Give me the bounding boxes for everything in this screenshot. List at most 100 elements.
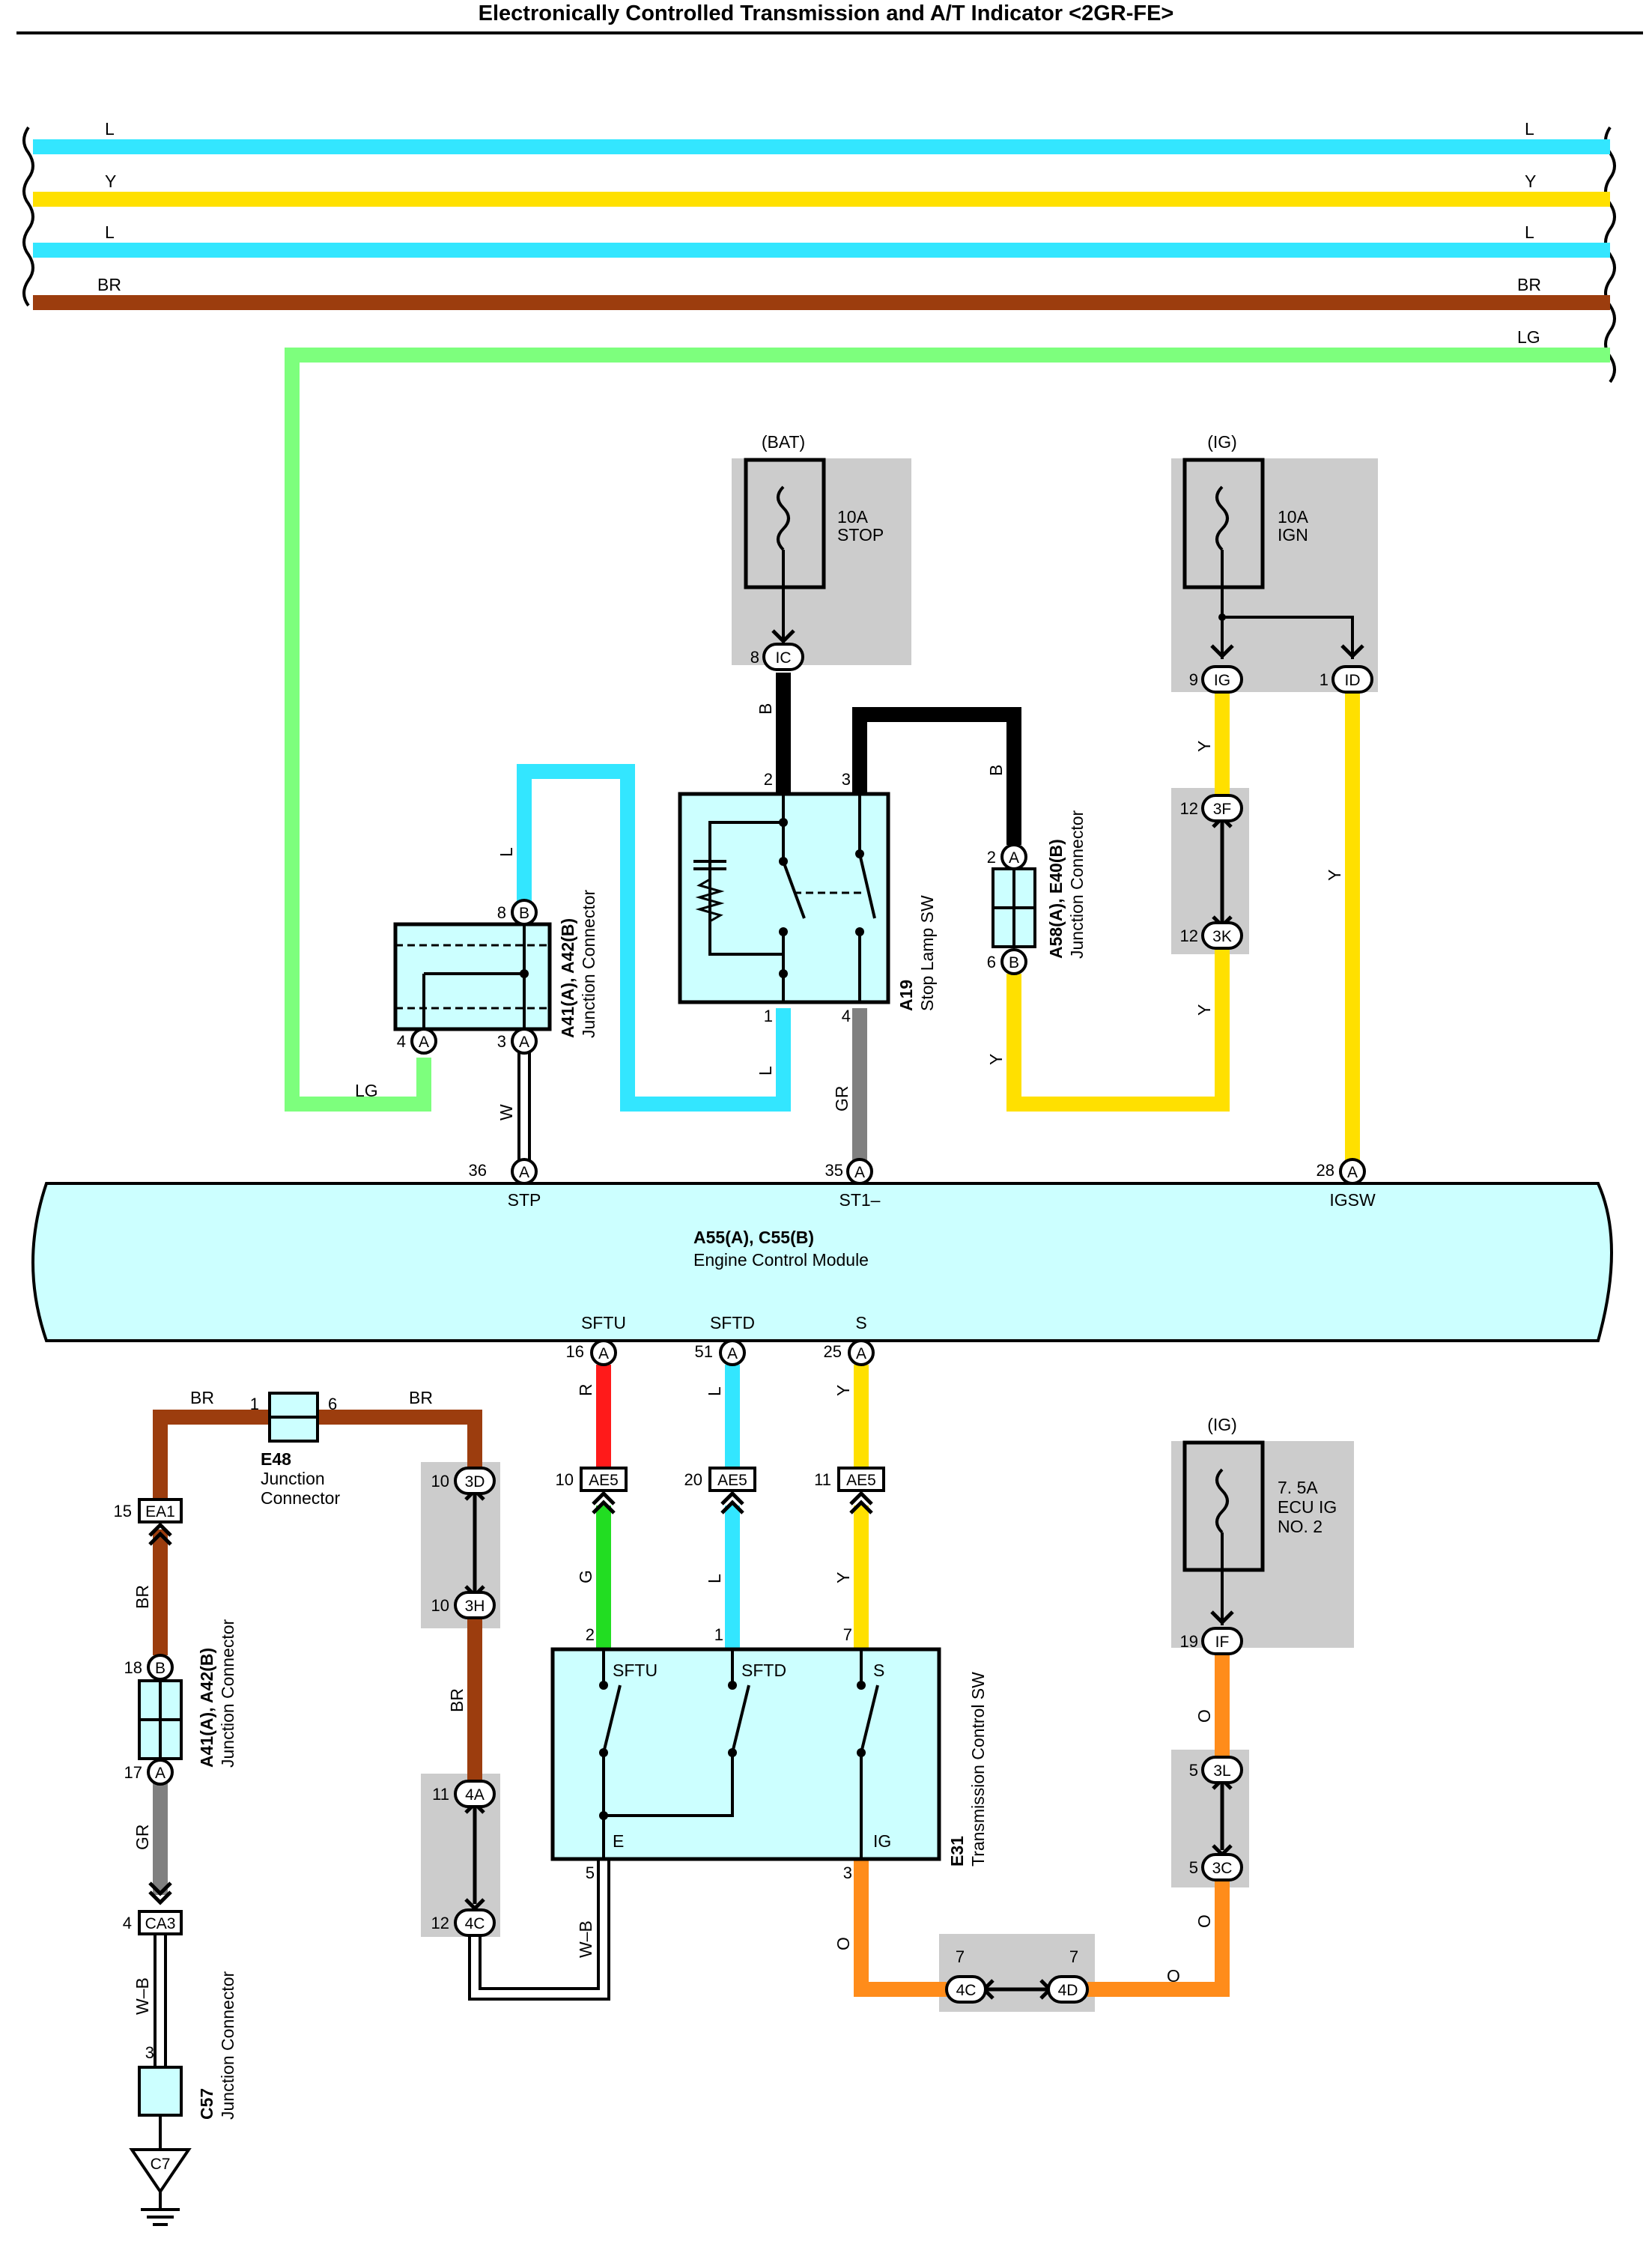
connector-ig: IG 9: [1189, 644, 1243, 694]
ecm-pin-sftu-num: 16: [566, 1342, 584, 1361]
fuse-stop: (BAT) 10A STOP: [744, 432, 884, 644]
ecm-pin-sftu: A: [590, 1339, 617, 1366]
connector-4a: 4A 11: [432, 1780, 496, 1808]
a41-lower-pin-18-conn: B: [155, 1660, 165, 1677]
fuse-stop-rating: 10A: [837, 507, 869, 527]
connector-4d-num: 7: [1069, 1947, 1078, 1966]
ecm-pin-s-num: 25: [824, 1342, 842, 1361]
connector-3l: 3L 5: [1189, 1756, 1243, 1784]
fuse-ign: (IG) 10A IGN: [1182, 432, 1354, 659]
ecm-pin-igsw-num: 28: [1317, 1161, 1334, 1180]
connector-ae5-sftu-tag: AE5: [589, 1472, 619, 1489]
wire-label-b1: B: [756, 703, 775, 715]
connector-ig-num: 9: [1189, 670, 1198, 689]
connector-4c-lower-tag: 4C: [956, 1982, 977, 1999]
wire-label-br2: BR: [409, 1388, 433, 1407]
fuse-ign-rating: 10A: [1278, 507, 1309, 527]
wire-label-y4: Y: [1325, 870, 1344, 881]
ecm-pin-sftd-num: 51: [695, 1342, 713, 1361]
wire-label-br3: BR: [133, 1585, 152, 1609]
bus-label-y-right: Y: [1525, 172, 1536, 191]
connector-ic: IC 8: [750, 629, 804, 671]
a41-pin-4-conn: A: [419, 1034, 429, 1051]
connector-ca3: CA3 4: [123, 1881, 183, 1935]
wire-label-l-a19: L: [756, 1066, 775, 1076]
e31-body: [550, 1647, 941, 1861]
bus-label-l2-right: L: [1525, 222, 1534, 242]
connector-ca3-num: 4: [123, 1914, 132, 1932]
a41-lower-pin-17: A17: [124, 1759, 174, 1786]
connector-3h-tag: 3H: [465, 1598, 485, 1615]
bus-label-br-left: BR: [97, 275, 121, 294]
fuse-bat-shade: [732, 458, 911, 665]
ecm-pin-st1-num: 35: [825, 1161, 843, 1180]
connector-3c-num: 5: [1189, 1858, 1198, 1877]
a58-pin-2-conn: A: [1009, 849, 1019, 867]
wire-label-gr: GR: [832, 1086, 851, 1112]
a41-upper-id: A41(A), A42(B): [558, 918, 577, 1038]
fuse-ecu-ig-rating: 7. 5A: [1278, 1478, 1318, 1497]
a41-pin-4-num: 4: [397, 1032, 406, 1051]
a41-pin-4: A4: [397, 1028, 437, 1055]
wire-y-a58-3k: [1006, 947, 1230, 1112]
a58-pin-6: B6: [987, 948, 1027, 975]
connector-id: ID 1: [1320, 644, 1373, 694]
e48-name2: Connector: [261, 1488, 340, 1508]
connector-3k-tag: 3K: [1212, 928, 1232, 945]
ground-c7: C7: [129, 2115, 192, 2226]
connector-4c-lower: 4C 7: [945, 1947, 987, 2004]
a41-lower-pin-17-num: 17: [124, 1763, 142, 1782]
ecm-module: A55(A), C55(B) Engine Control Module 36 …: [31, 1161, 1613, 1361]
connector-3f-num: 12: [1180, 799, 1198, 818]
connector-3c: 3C 5: [1189, 1853, 1243, 1881]
connector-4c: 4C 12: [431, 1908, 496, 1937]
a19-pin-3: 3: [842, 770, 851, 789]
wire-label-y-lo: Y: [833, 1572, 853, 1583]
a41-pin-8: B8: [497, 899, 538, 926]
c57-id: C57: [197, 2088, 216, 2120]
connector-ic-tag: IC: [776, 649, 792, 667]
e31-term-sftu: SFTU: [613, 1661, 658, 1680]
fuse-stop-source: (BAT): [762, 432, 805, 452]
wire-label-o3: O: [1194, 1914, 1214, 1928]
ecm-pin-sftd: A: [719, 1339, 746, 1366]
connector-ea1-num: 15: [114, 1502, 132, 1520]
ecm-pin-igsw-conn: A: [1347, 1164, 1358, 1181]
e31-pin-1: 1: [714, 1625, 723, 1644]
e48-id: E48: [261, 1449, 291, 1469]
connector-ae5-sftd: AE5 20: [684, 1467, 756, 1514]
ecm-pin-st1: A: [846, 1158, 873, 1185]
ecm-pin-s: A: [848, 1339, 875, 1366]
e31-pin-7: 7: [843, 1625, 852, 1644]
connector-3l-num: 5: [1189, 1761, 1198, 1780]
page-title: Electronically Controlled Transmission a…: [478, 1, 1174, 25]
fuse-ecu-ig-name2: NO. 2: [1278, 1517, 1322, 1536]
e31-name: Transmission Control SW: [968, 1672, 988, 1867]
connector-4d: 4D 7: [1047, 1947, 1089, 2004]
fuse-ign-element: [1215, 485, 1229, 551]
wire-label-b2: B: [986, 765, 1006, 776]
a41-lower-pin-18: B18: [124, 1654, 174, 1681]
connector-ea1: EA1 15: [114, 1498, 183, 1546]
fuse-stop-name: STOP: [837, 525, 884, 545]
a41-pin-3-conn: A: [519, 1034, 529, 1051]
c57-pin-3: 3: [145, 2043, 154, 2062]
wire-label-o2: O: [1194, 1709, 1214, 1723]
ecm-pin-sftd-conn: A: [727, 1345, 738, 1362]
ecm-pin-s-name: S: [855, 1313, 866, 1332]
wire-label-br1: BR: [190, 1388, 214, 1407]
a41-upper-name: Junction Connector: [579, 889, 598, 1038]
e31-pin-5: 5: [586, 1864, 595, 1882]
connector-3d: 3D 10: [431, 1467, 496, 1495]
connector-ea1-tag: EA1: [145, 1503, 175, 1520]
ecm-pin-igsw: A: [1339, 1158, 1366, 1185]
a41-lower-id: A41(A), A42(B): [197, 1648, 216, 1768]
connector-3h: 3H 10: [431, 1591, 496, 1619]
connector-4c-lower-num: 7: [956, 1947, 965, 1966]
pin-circles: A A A A A A: [511, 1158, 1366, 1366]
ecm-pin-stp: A: [511, 1158, 538, 1185]
fuse-ig1-shade: [1171, 458, 1378, 692]
a41-pin-8-num: 8: [497, 903, 506, 922]
e31-term-s: S: [873, 1661, 884, 1680]
